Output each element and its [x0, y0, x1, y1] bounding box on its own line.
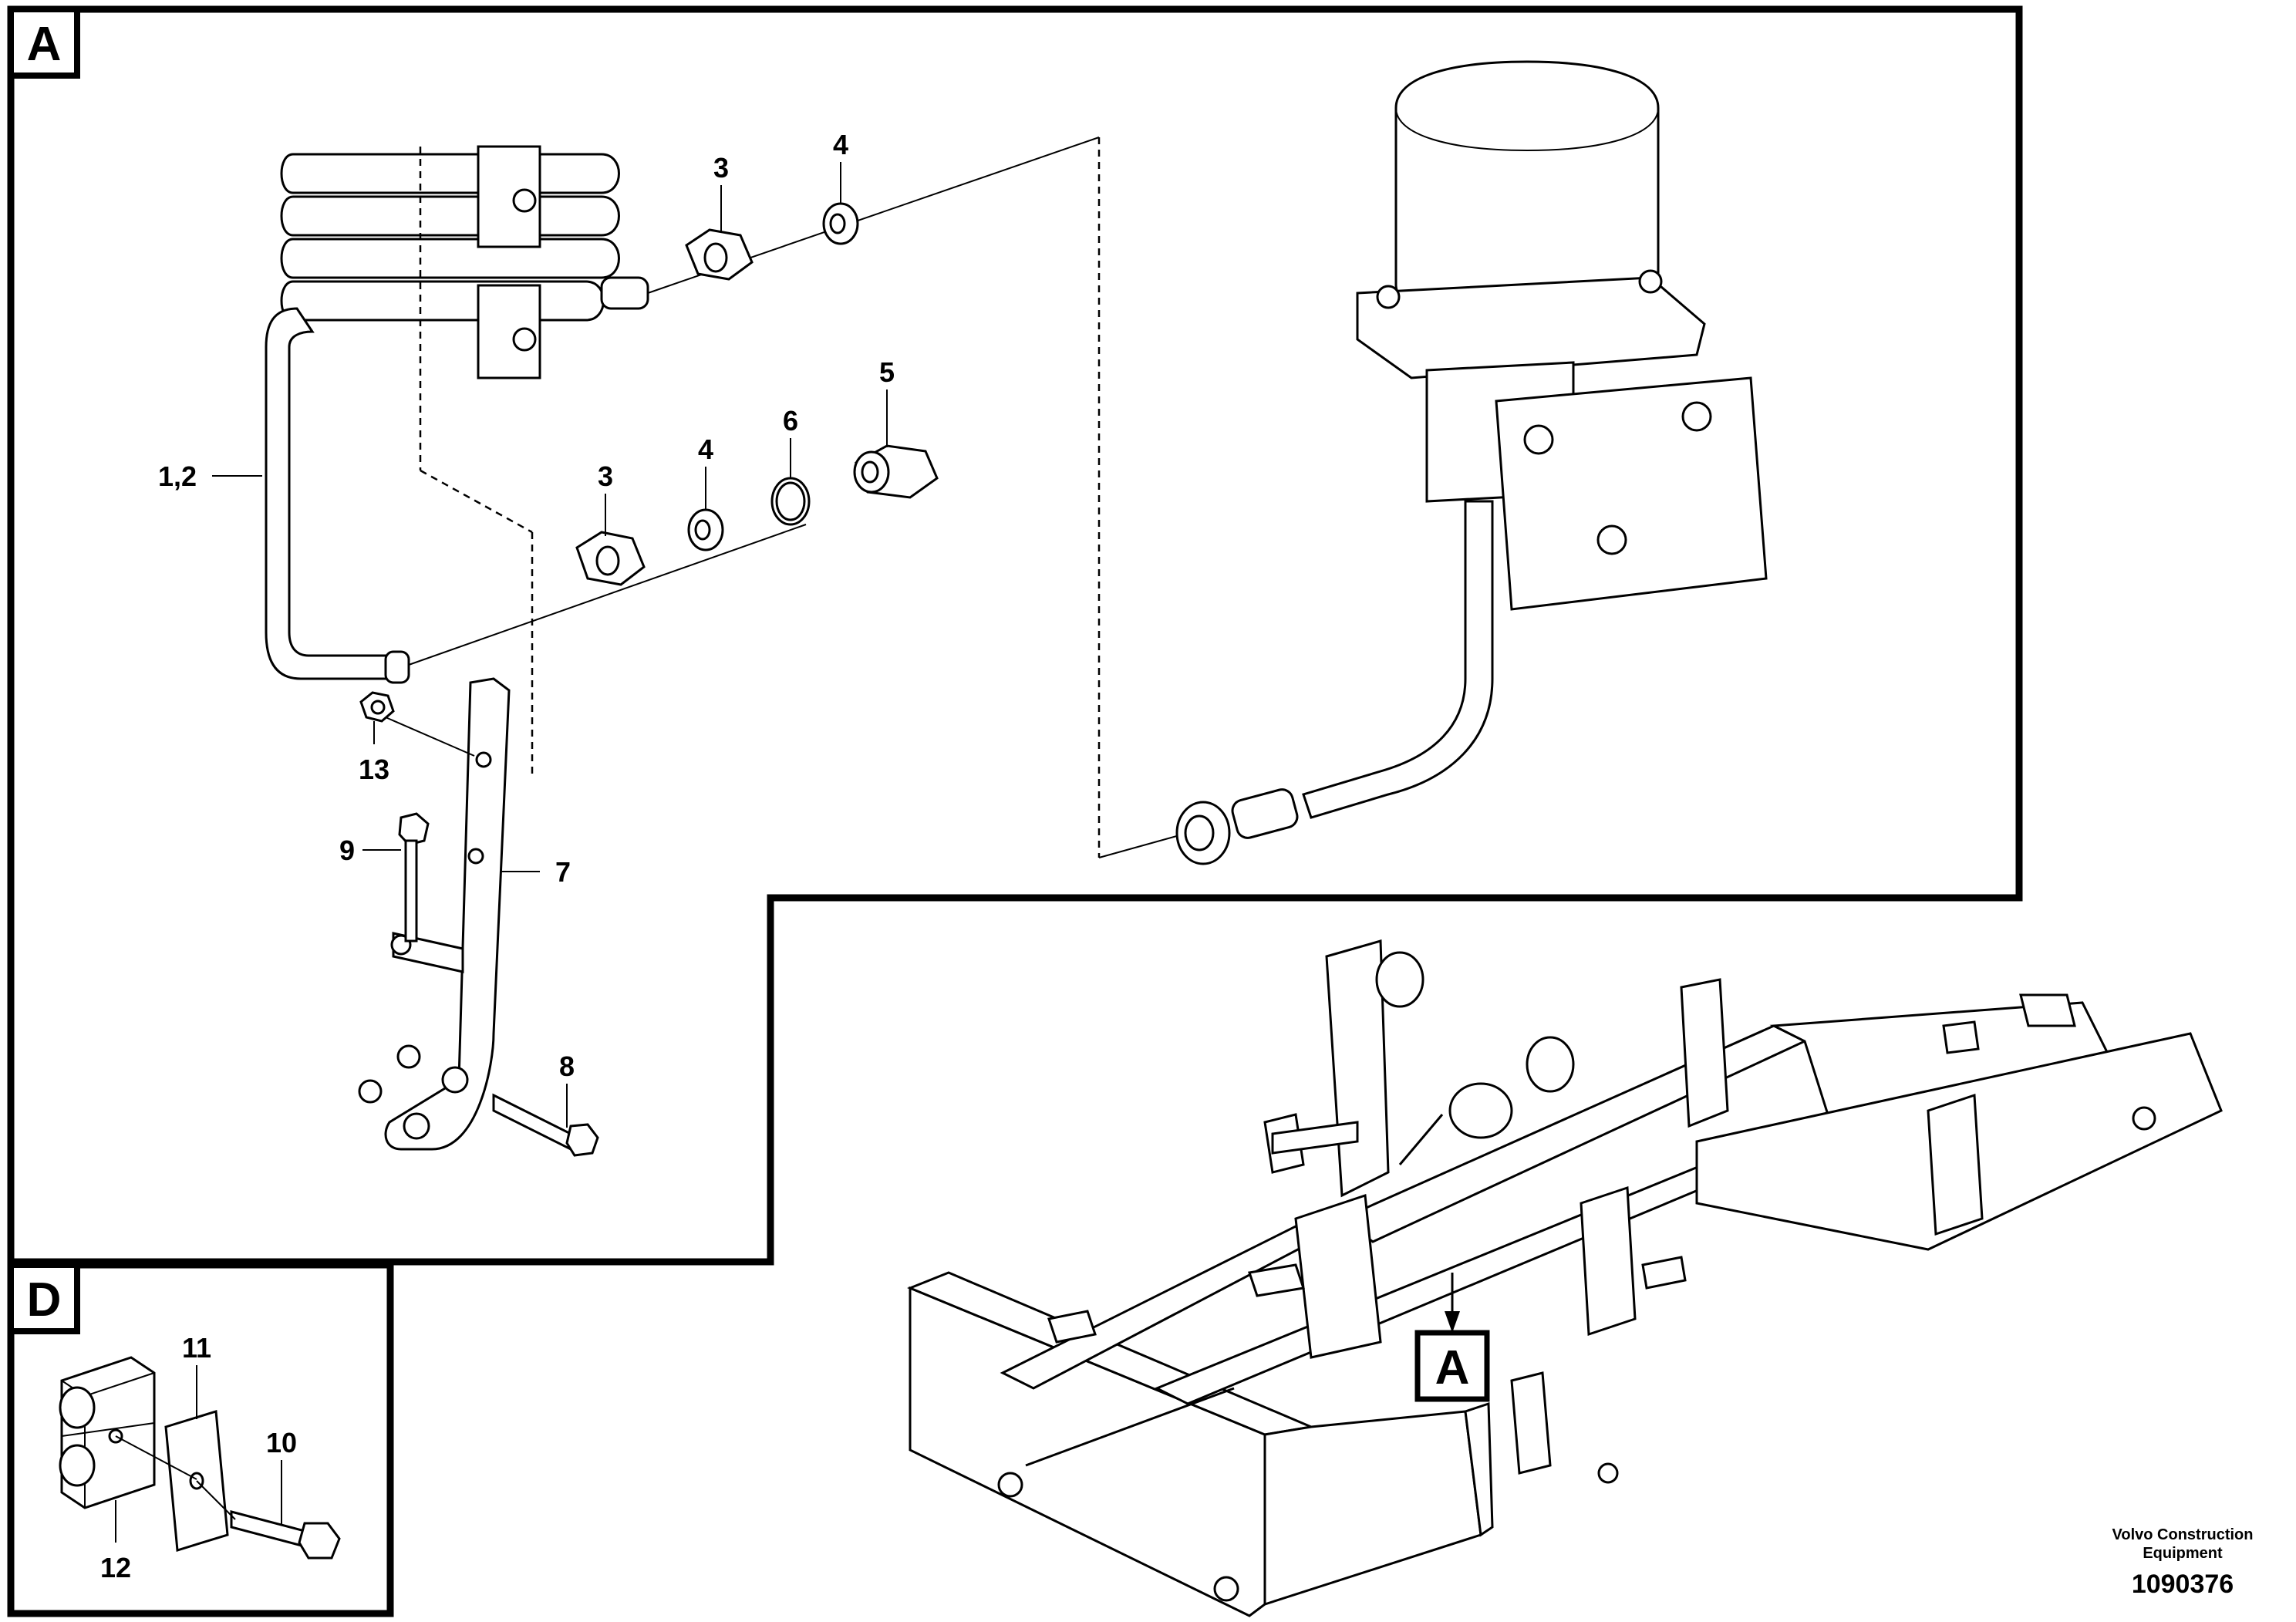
- adapter-5: [853, 444, 939, 499]
- callout-13: 13: [359, 754, 389, 785]
- air-dryer: [1175, 60, 1768, 865]
- clamp-12: [59, 1356, 156, 1509]
- bolt-9: [398, 812, 430, 943]
- callout-10: 10: [266, 1427, 297, 1458]
- panel-d-tag-box: [8, 1262, 80, 1334]
- washer-4-mid: [687, 508, 724, 551]
- nut-3-top: [685, 228, 754, 281]
- panel-a-tag: A: [27, 18, 62, 71]
- panel-d-tag: D: [27, 1273, 62, 1327]
- callout-7: 7: [555, 856, 571, 888]
- overview-tag: A: [1435, 1341, 1470, 1394]
- callout-3-top: 3: [713, 152, 729, 184]
- panel-d-frame: [7, 1261, 394, 1617]
- maker-line-1: Volvo Construction: [2112, 1526, 2254, 1543]
- callout-8: 8: [559, 1050, 575, 1082]
- callout-3-mid: 3: [598, 460, 613, 492]
- bracket-7: [358, 677, 511, 1151]
- coiled-pipe: [265, 145, 649, 684]
- machine-frame-overview: [907, 939, 2223, 1617]
- panel-a-tag-box: [8, 6, 80, 79]
- callout-4-mid: 4: [698, 433, 713, 465]
- callout-11: 11: [182, 1332, 211, 1364]
- callout-5: 5: [879, 356, 895, 388]
- callout-9: 9: [339, 835, 355, 866]
- callout-4-top: 4: [833, 129, 848, 160]
- nut-3-mid: [575, 531, 646, 586]
- o-ring-6: [770, 477, 811, 526]
- washer-4-top: [822, 202, 859, 245]
- callout-1-2: 1,2: [158, 460, 197, 492]
- nut-13: [359, 691, 395, 723]
- maker-line-2: Equipment: [2143, 1545, 2223, 1562]
- part-number: 1090376: [2132, 1570, 2234, 1599]
- bolt-8: [492, 1093, 599, 1157]
- bolt-10: [230, 1510, 341, 1560]
- callout-6: 6: [783, 405, 798, 437]
- callout-12: 12: [100, 1552, 131, 1583]
- overview-tag-box: [1414, 1330, 1490, 1402]
